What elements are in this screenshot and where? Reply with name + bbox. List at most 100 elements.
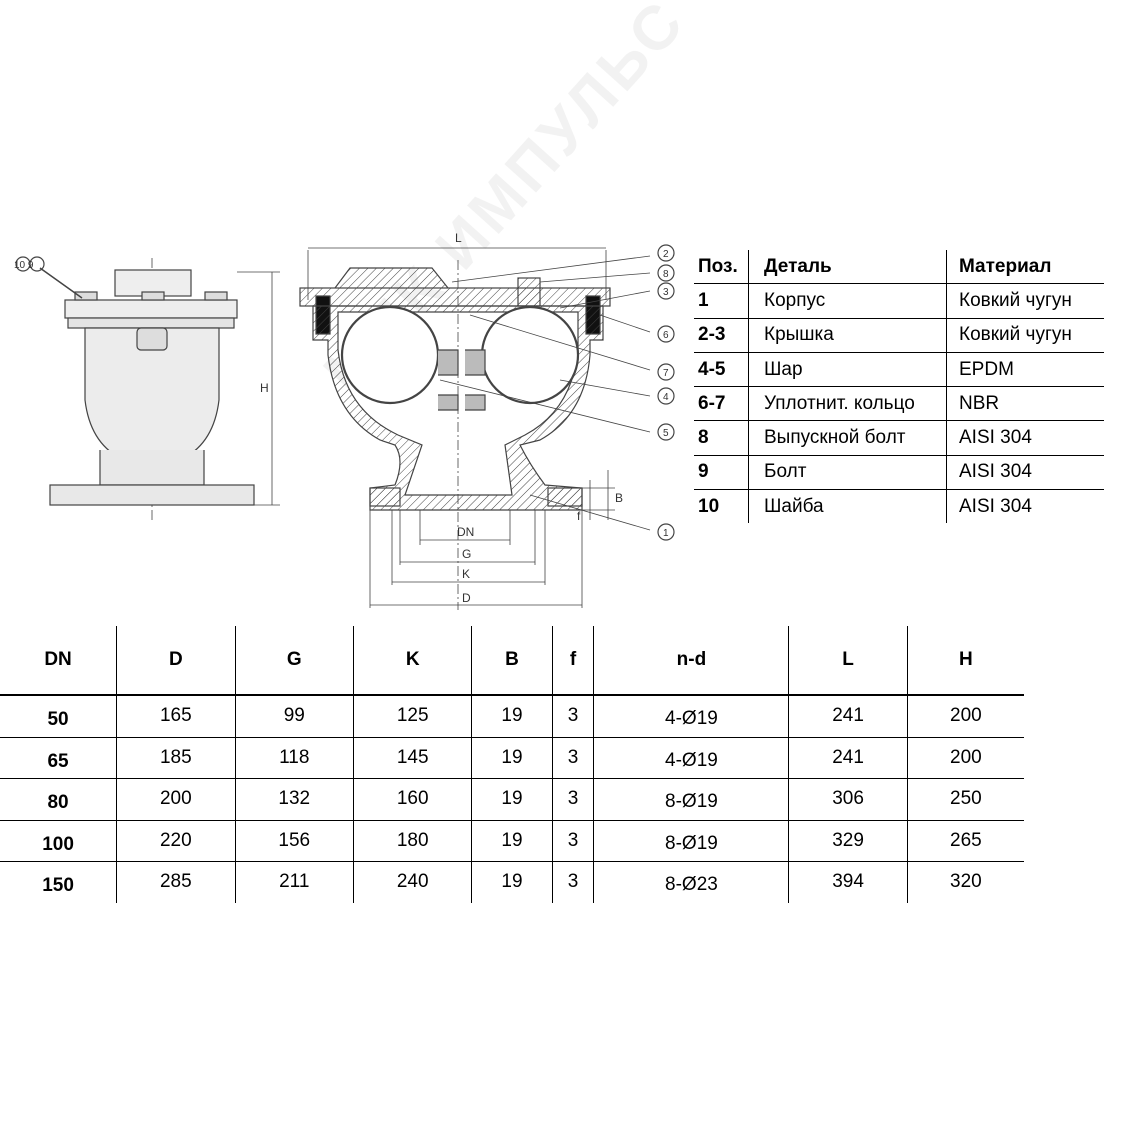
dims-cell: 180 [353,820,473,862]
parts-pos: 6-7 [694,386,749,422]
parts-row: 10 Шайба AISI 304 [694,489,1104,524]
dimension-label-f: f [577,509,581,523]
dims-row: 50 165 99 125 19 3 4-Ø19 241 200 [0,695,1024,738]
dims-cell: 3 [552,778,595,821]
parts-part: Выпускной болт [748,420,947,456]
dims-cell: 220 [116,820,236,862]
dims-cell: 165 [116,695,236,738]
dims-cell: 200 [907,695,1024,738]
dims-header-d: D [116,626,236,696]
parts-row: 4-5 Шар EPDM [694,352,1104,388]
dims-cell: 8-Ø23 [593,861,790,903]
parts-material: NBR [946,386,1104,422]
callout-1: 1 [663,528,669,539]
dims-cell: 3 [552,820,595,862]
parts-row: 9 Болт AISI 304 [694,455,1104,491]
dims-cell: 3 [552,695,595,738]
callout-4: 4 [663,392,669,403]
dims-header-n-d: n-d [593,626,790,696]
dims-cell: 200 [907,737,1024,779]
dims-cell: 3 [552,861,595,903]
dimension-label-g: G [462,547,471,561]
side-view [15,256,280,520]
parts-header-part: Деталь [748,250,947,285]
parts-header-material: Материал [946,250,1104,285]
dims-cell: 4-Ø19 [593,695,790,738]
parts-material: Ковкий чугун [946,318,1104,353]
parts-row: 6-7 Уплотнит. кольцо NBR [694,386,1104,422]
dims-cell: 185 [116,737,236,779]
dimension-label-h: H [260,381,269,395]
dims-header-b: B [471,626,553,696]
dims-cell: 241 [788,737,908,779]
dims-cell-dn: 50 [0,695,118,738]
dimensions-table: DN D G K B f n-d L H 50 165 99 125 19 3 … [0,626,1024,903]
dims-cell: 285 [116,861,236,903]
callout-8: 8 [663,269,669,280]
callout-10-9: 10 9 [14,260,34,271]
dims-cell: 156 [235,820,354,862]
dims-cell: 19 [471,861,553,903]
dims-row: 80 200 132 160 19 3 8-Ø19 306 250 [0,778,1024,821]
dims-header-l: L [788,626,908,696]
dims-cell: 265 [907,820,1024,862]
dims-cell-dn: 150 [0,861,118,903]
parts-material: AISI 304 [959,495,1032,517]
parts-row: 2-3 Крышка Ковкий чугун [694,318,1104,353]
section-view [299,244,675,610]
dims-cell: 19 [471,737,553,779]
dims-cell: 99 [235,695,354,738]
parts-material: AISI 304 [946,455,1104,491]
parts-material: EPDM [946,352,1104,388]
dims-cell: 8-Ø19 [593,820,790,862]
parts-part: Болт [748,455,947,491]
parts-part: Уплотнит. кольцо [748,386,947,422]
technical-drawing: 10 9 H [0,220,700,620]
dimension-label-b: B [615,491,623,505]
callout-3: 3 [663,287,669,298]
dims-cell: 19 [471,695,553,738]
parts-material: AISI 304 [946,420,1104,456]
dims-cell: 320 [950,871,982,893]
dims-cell: 160 [353,778,473,821]
dims-row: 150 285 211 240 19 3 8-Ø23 394 320 [0,861,1024,903]
dims-row: 100 220 156 180 19 3 8-Ø19 329 265 [0,820,1024,862]
dimension-label-l: L [455,231,462,245]
dimension-label-d: D [462,591,471,605]
dims-header-g: G [235,626,354,696]
dims-cell-dn: 65 [0,737,118,779]
callout-2: 2 [663,249,669,260]
dims-cell: 240 [353,861,473,903]
parts-pos: 8 [694,420,749,456]
dims-cell: 125 [353,695,473,738]
dims-header-row: DN D G K B f n-d L H [0,626,1024,696]
dims-cell-dn: 100 [0,820,118,862]
dims-cell: 19 [471,820,553,862]
callout-7: 7 [663,368,669,379]
parts-row: 1 Корпус Ковкий чугун [694,283,1104,319]
dims-cell: 3 [552,737,595,779]
parts-part: Шар [748,352,947,388]
dims-cell: 8-Ø19 [593,778,790,821]
dims-cell: 306 [788,778,908,821]
dims-cell: 200 [116,778,236,821]
dims-row: 65 185 118 145 19 3 4-Ø19 241 200 [0,737,1024,779]
dims-cell: 19 [471,778,553,821]
dims-cell: 250 [907,778,1024,821]
dims-cell: 241 [788,695,908,738]
dimension-label-k: K [462,567,470,581]
parts-table: Поз. Деталь Материал 1 Корпус Ковкий чуг… [694,250,1104,524]
dims-header-dn: DN [0,626,118,696]
dims-cell: 118 [235,737,354,779]
parts-material: Ковкий чугун [946,283,1104,319]
dims-header-h: H [907,626,1024,696]
callout-6: 6 [663,330,669,341]
parts-part: Крышка [748,318,947,353]
dims-cell: 394 [788,861,908,903]
parts-pos: 2-3 [694,318,749,353]
callout-5: 5 [663,428,669,439]
parts-pos: 10 [694,489,749,524]
parts-part: Шайба [748,489,947,524]
parts-header-row: Поз. Деталь Материал [694,250,1104,285]
dims-cell: 4-Ø19 [593,737,790,779]
